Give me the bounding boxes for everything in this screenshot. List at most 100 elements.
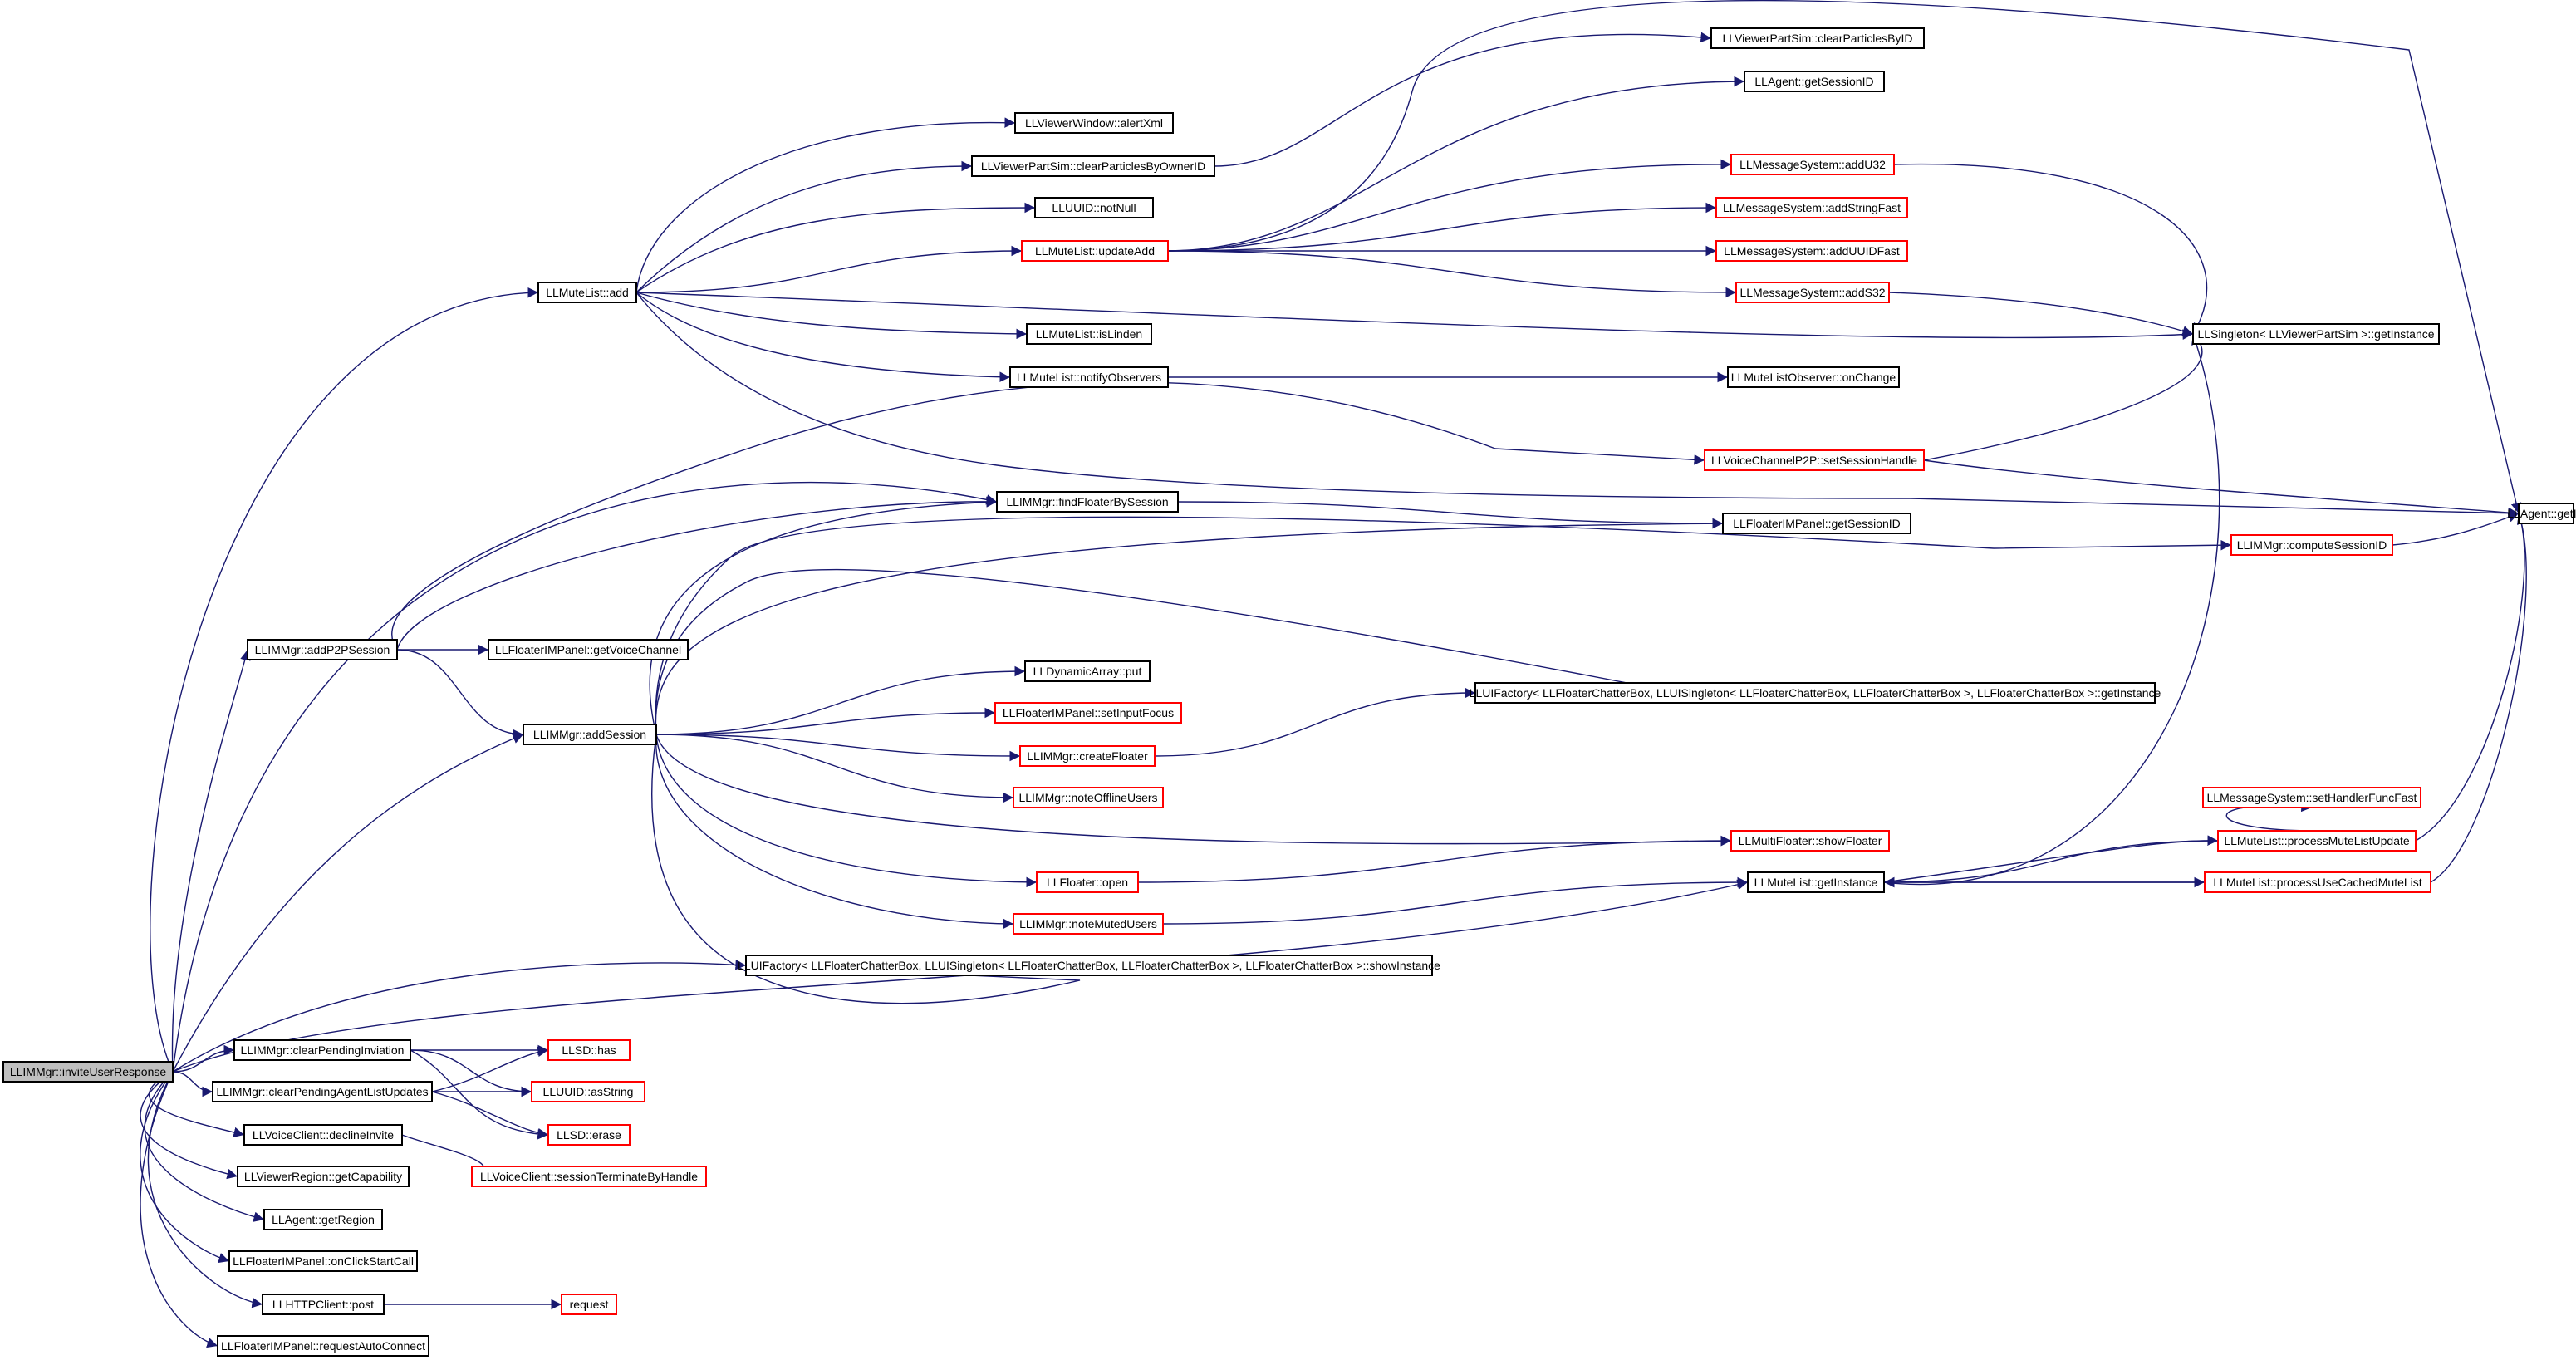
node-agent-get-id[interactable]: LLAgent::getID [2507, 503, 2576, 524]
node-clear-pending-agent-list-updates[interactable]: LLIMMgr::clearPendingAgentListUpdates [212, 1081, 433, 1102]
edge-update-add-to-agent-get-id [1167, 0, 2522, 514]
edge-invite-user-response-to-find-floater-by-session [172, 481, 998, 1073]
node-label: LLUUID::asString [543, 1085, 634, 1098]
node-box [1722, 513, 1911, 534]
node-add-p2-psession[interactable]: LLIMMgr::addP2PSession [247, 639, 398, 660]
node-create-floater[interactable]: LLIMMgr::createFloater [1019, 745, 1156, 767]
node-singleton-get-instance[interactable]: LLSingleton< LLViewerPartSim >::getInsta… [2192, 323, 2440, 345]
node-compute-session-id[interactable]: LLIMMgr::computeSessionID [2230, 534, 2393, 556]
node-uuid-not-null[interactable]: LLUUID::notNull [1034, 197, 1154, 218]
node-sd-erase[interactable]: LLSD::erase [547, 1124, 631, 1146]
edge-add-session-to-create-floater [655, 734, 1021, 762]
node-floater-open[interactable]: LLFloater::open [1036, 871, 1139, 893]
node-add-session[interactable]: LLIMMgr::addSession [523, 724, 657, 745]
node-get-voice-channel[interactable]: LLFloaterIMPanel::getVoiceChannel [488, 639, 689, 660]
node-get-region[interactable]: LLAgent::getRegion [263, 1209, 383, 1230]
node-box [531, 1081, 645, 1102]
node-sd-has[interactable]: LLSD::has [547, 1039, 631, 1061]
node-box [233, 1039, 411, 1061]
node-on-click-start-call[interactable]: LLFloaterIMPanel::onClickStartCall [228, 1250, 418, 1272]
node-label: LLIMMgr::inviteUserResponse [10, 1065, 167, 1078]
node-get-capability[interactable]: LLViewerRegion::getCapability [237, 1166, 410, 1187]
node-ui-factory-get-instance[interactable]: LLUIFactory< LLFloaterChatterBox, LLUISi… [1470, 682, 2161, 704]
edge-mute-list-add-to-update-add [635, 245, 1023, 293]
node-label: LLMessageSystem::addStringFast [1723, 201, 1901, 214]
edge-mute-list-add-to-agent-get-id [635, 292, 2520, 518]
node-request[interactable]: request [561, 1294, 617, 1315]
node-set-session-handle[interactable]: LLVoiceChannelP2P::setSessionHandle [1704, 449, 1925, 471]
edge-clear-pending-inviation-to-sd-erase [410, 1049, 549, 1140]
node-http-post[interactable]: LLHTTPClient::post [262, 1294, 385, 1315]
node-box [237, 1166, 410, 1187]
edge-set-session-handle-to-singleton-get-instance [1923, 333, 2205, 461]
node-label: LLMuteList::notifyObservers [1017, 371, 1161, 384]
node-set-input-focus[interactable]: LLFloaterIMPanel::setInputFocus [994, 702, 1182, 724]
node-get-session-idagent[interactable]: LLAgent::getSessionID [1744, 71, 1885, 92]
edge-invite-user-response-to-get-region [144, 1071, 265, 1222]
edge-add-p2-psession-to-add-session [396, 649, 524, 740]
node-box [2230, 534, 2393, 556]
node-label: LLIMMgr::computeSessionID [2237, 538, 2387, 552]
node-clear-pending-inviation[interactable]: LLIMMgr::clearPendingInviation [233, 1039, 411, 1061]
node-is-linden[interactable]: LLMuteList::isLinden [1026, 323, 1152, 345]
node-label: LLSingleton< LLViewerPartSim >::getInsta… [2197, 327, 2434, 341]
node-label: LLFloaterIMPanel::requestAutoConnect [221, 1339, 425, 1353]
node-label: LLFloater::open [1047, 876, 1128, 889]
node-clear-particles-by-id[interactable]: LLViewerPartSim::clearParticlesByID [1710, 27, 1925, 49]
node-box [1013, 913, 1164, 935]
edge-create-floater-to-ui-factory-get-instance [1154, 687, 1476, 757]
node-box [217, 1335, 429, 1357]
node-add-uuidfast[interactable]: LLMessageSystem::addUUIDFast [1715, 240, 1908, 262]
node-box [212, 1081, 433, 1102]
node-label: LLMuteList::add [546, 286, 629, 299]
node-alert-xml[interactable]: LLViewerWindow::alertXml [1014, 112, 1174, 134]
node-mute-list-get-instance[interactable]: LLMuteList::getInstance [1747, 871, 1885, 893]
node-uuid-as-string[interactable]: LLUUID::asString [531, 1081, 645, 1102]
node-session-terminate-by-handle[interactable]: LLVoiceClient::sessionTerminateByHandle [471, 1166, 707, 1187]
node-find-floater-by-session[interactable]: LLIMMgr::findFloaterBySession [996, 491, 1179, 513]
node-box [994, 702, 1182, 724]
node-add-s32[interactable]: LLMessageSystem::addS32 [1735, 282, 1890, 303]
edge-add-session-to-set-input-focus [655, 707, 996, 735]
node-update-add[interactable]: LLMuteList::updateAdd [1021, 240, 1169, 262]
node-label: LLFloaterIMPanel::getVoiceChannel [495, 643, 681, 656]
node-process-use-cached-mute-list[interactable]: LLMuteList::processUseCachedMuteList [2204, 871, 2431, 893]
node-box [547, 1124, 631, 1146]
edge-mute-list-add-to-is-linden [635, 292, 1028, 340]
node-box [247, 639, 398, 660]
node-box [1710, 27, 1925, 49]
node-add-string-fast[interactable]: LLMessageSystem::addStringFast [1715, 197, 1908, 218]
node-request-auto-connect[interactable]: LLFloaterIMPanel::requestAutoConnect [217, 1335, 429, 1357]
node-box [2202, 787, 2421, 808]
node-add-u32[interactable]: LLMessageSystem::addU32 [1730, 154, 1895, 175]
node-set-handler-func-fast[interactable]: LLMessageSystem::setHandlerFuncFast [2202, 787, 2421, 808]
node-note-offline-users[interactable]: LLIMMgr::noteOfflineUsers [1013, 787, 1164, 808]
node-box [488, 639, 689, 660]
node-invite-user-response[interactable]: LLIMMgr::inviteUserResponse [2, 1061, 174, 1083]
node-box [471, 1166, 707, 1187]
node-panel-get-session-id[interactable]: LLFloaterIMPanel::getSessionID [1722, 513, 1911, 534]
node-label: LLIMMgr::noteOfflineUsers [1018, 791, 1157, 804]
node-box [996, 491, 1179, 513]
node-on-change[interactable]: LLMuteListObserver::onChange [1727, 366, 1900, 388]
node-label: LLVoiceClient::declineInvite [253, 1128, 394, 1142]
edge-update-add-to-add-u32 [1167, 159, 1732, 252]
edge-add-u32-to-singleton-get-instance [1893, 163, 2208, 335]
node-mute-list-add[interactable]: LLMuteList::add [537, 282, 637, 303]
node-notify-observers[interactable]: LLMuteList::notifyObservers [1009, 366, 1169, 388]
node-decline-invite[interactable]: LLVoiceClient::declineInvite [243, 1124, 403, 1146]
node-dyn-array-put[interactable]: LLDynamicArray::put [1024, 660, 1151, 682]
node-box [745, 955, 1433, 976]
node-box [1727, 366, 1900, 388]
edge-invite-user-response-to-show-instance [172, 959, 747, 1073]
node-show-instance[interactable]: LLUIFactory< LLFloaterChatterBox, LLUISi… [738, 955, 1440, 976]
node-label: LLHTTPClient::post [272, 1298, 374, 1311]
node-show-floater[interactable]: LLMultiFloater::showFloater [1730, 830, 1890, 852]
node-process-mute-list-update[interactable]: LLMuteList::processMuteListUpdate [2217, 830, 2417, 852]
node-label: LLIMMgr::clearPendingInviation [241, 1043, 405, 1057]
node-box [1715, 197, 1908, 218]
node-clear-particles-by-owner-id[interactable]: LLViewerPartSim::clearParticlesByOwnerID [971, 155, 1215, 177]
node-note-muted-users[interactable]: LLIMMgr::noteMutedUsers [1013, 913, 1164, 935]
edge-floater-open-to-show-floater [1137, 835, 1732, 883]
node-box [1019, 745, 1156, 767]
